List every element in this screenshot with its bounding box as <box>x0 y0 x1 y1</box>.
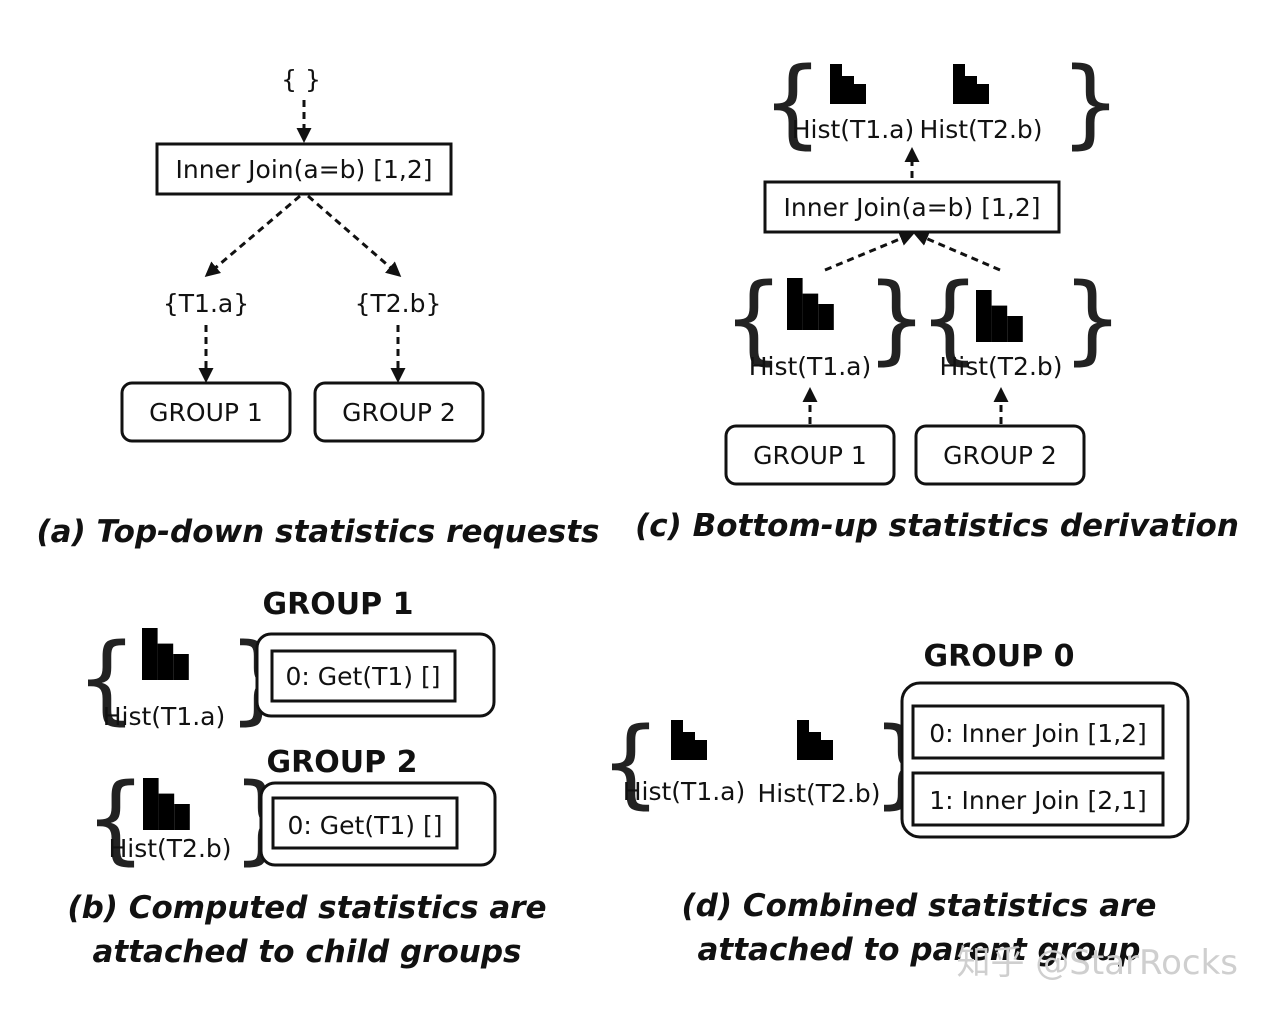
request-left: {T1.a} <box>163 289 249 318</box>
caption-b-line1: (b) Computed statistics are <box>67 890 546 926</box>
hist-right-label: Hist(T2.b) <box>757 779 880 808</box>
group-2-label: GROUP 2 <box>943 441 1057 470</box>
panel-b: GROUP 1 { } Hist(T1.a) 0: Get(T1) [] GRO… <box>67 587 546 970</box>
group-2-node <box>914 424 1086 486</box>
inner-join-node <box>155 142 453 196</box>
inner-join-label: Inner Join(a=b) [1,2] <box>784 193 1041 222</box>
panel-a: { } Inner Join(a=b) [1,2] {T1.a} {T2.b} … <box>36 65 599 550</box>
request-right: {T2.b} <box>355 289 442 318</box>
caption-b-line2: attached to child groups <box>92 934 521 970</box>
histogram-icon <box>976 290 1023 342</box>
group-1-label: GROUP 1 <box>149 398 263 427</box>
group-1-node <box>120 381 292 443</box>
group-1-expression <box>270 649 457 703</box>
group-0-expression-0 <box>911 704 1165 760</box>
caption-a: (a) Top-down statistics requests <box>36 514 599 550</box>
hist-left-label: Hist(T1.a) <box>623 777 746 806</box>
group-2-expression <box>271 796 459 850</box>
group-1-expression-label: 0: Get(T1) [] <box>286 662 441 691</box>
right-brace-icon: } <box>1060 47 1121 159</box>
dashed-arrow-icon <box>913 231 1001 272</box>
group-1-node <box>724 424 896 486</box>
histogram-icon <box>953 64 989 104</box>
histogram-icon <box>830 64 866 104</box>
dashed-arrow-icon <box>307 194 402 277</box>
right-brace-icon: } <box>1062 263 1123 375</box>
dashed-arrow-icon <box>824 231 915 272</box>
left-brace-icon: { <box>600 707 661 819</box>
left-brace-icon: { <box>76 623 137 735</box>
histogram-icon <box>787 278 834 330</box>
group-2-node <box>313 381 485 443</box>
hist-left-label: Hist(T1.a) <box>749 352 872 381</box>
left-brace-icon: { <box>85 763 146 875</box>
panel-c: { } Hist(T1.a) Hist(T2.b) Inner Join(a=b… <box>635 47 1239 544</box>
histogram-icon <box>671 720 707 760</box>
inner-join-label: Inner Join(a=b) [1,2] <box>176 155 433 184</box>
caption-d-line1: (d) Combined statistics are <box>682 888 1157 924</box>
panel-d: GROUP 0 { } Hist(T1.a) Hist(T2.b) 0: Inn… <box>600 639 1190 968</box>
group-2-expression-label: 0: Get(T1) [] <box>288 811 443 840</box>
inner-join-node <box>763 180 1061 234</box>
group-0-title: GROUP 0 <box>924 639 1075 674</box>
histogram-icon <box>143 778 190 830</box>
dashed-arrow-icon <box>204 194 301 277</box>
top-hist-right-label: Hist(T2.b) <box>919 115 1042 144</box>
group-0-expression-1-label: 1: Inner Join [2,1] <box>929 786 1147 815</box>
watermark: 知乎 @StarRocks <box>956 943 1238 983</box>
request-root: { } <box>281 65 321 94</box>
group-1-title: GROUP 1 <box>263 587 414 622</box>
group-2-hist-label: Hist(T2.b) <box>108 834 231 863</box>
left-brace-icon: { <box>762 47 823 159</box>
right-brace-icon: } <box>866 263 927 375</box>
left-brace-icon: { <box>723 263 784 375</box>
histogram-icon <box>797 720 833 760</box>
caption-d-line2: attached to parent group <box>698 932 1141 968</box>
histogram-icon <box>142 628 189 680</box>
group-0-expression-0-label: 0: Inner Join [1,2] <box>929 719 1147 748</box>
top-hist-left-label: Hist(T1.a) <box>792 115 915 144</box>
group-2-title: GROUP 2 <box>267 745 418 780</box>
group-1-label: GROUP 1 <box>753 441 867 470</box>
hist-right-label: Hist(T2.b) <box>939 352 1062 381</box>
left-brace-icon: { <box>919 263 980 375</box>
group-1-hist-label: Hist(T1.a) <box>103 702 226 731</box>
group-0-expression-1 <box>911 771 1165 827</box>
caption-c: (c) Bottom-up statistics derivation <box>635 508 1239 544</box>
group-2-label: GROUP 2 <box>342 398 456 427</box>
